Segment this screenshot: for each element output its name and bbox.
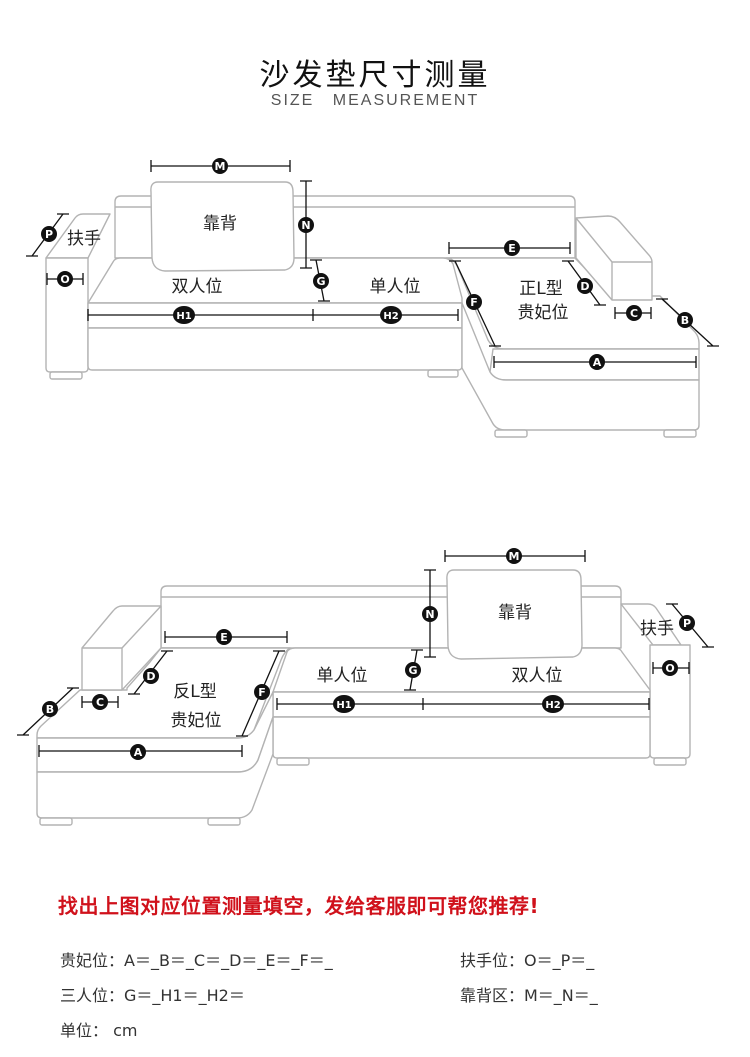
svg-text:E: E <box>220 631 228 644</box>
svg-text:P: P <box>45 228 53 241</box>
svg-text:D: D <box>146 670 155 683</box>
svg-text:O: O <box>665 662 674 675</box>
svg-text:C: C <box>96 696 104 709</box>
label-chaise: 贵妃位 <box>171 711 222 731</box>
left-armrest <box>45 213 111 259</box>
form-armrest-measurements: 扶手位：O＝_P＝_ <box>460 951 595 970</box>
dim-N: N <box>422 569 438 658</box>
svg-text:O: O <box>60 273 69 286</box>
label-chaise: 贵妃位 <box>518 303 569 323</box>
svg-text:H2: H2 <box>545 700 560 711</box>
svg-text:F: F <box>470 296 478 309</box>
dim-E: E <box>164 629 288 645</box>
dim-P: P <box>26 213 69 257</box>
label-single-seat: 单人位 <box>317 666 368 686</box>
backrest-cushion <box>446 569 583 660</box>
label-single-seat: 单人位 <box>370 277 421 297</box>
svg-text:G: G <box>316 275 325 288</box>
label-chaise-type: 反L型 <box>173 682 216 702</box>
svg-text:N: N <box>301 219 310 232</box>
label-armrest: 扶手 <box>67 229 101 249</box>
dim-P: P <box>666 603 714 648</box>
dim-C: C <box>81 694 119 710</box>
seat-cushion-top <box>272 647 651 693</box>
instruction-callout: 找出上图对应位置测量填空，发给客服即可帮您推荐! <box>58 894 540 918</box>
label-double-seat: 双人位 <box>512 666 563 686</box>
svg-text:C: C <box>630 307 638 320</box>
dim-F: F <box>236 650 285 737</box>
svg-text:M: M <box>509 550 520 563</box>
dim-E: E <box>448 240 571 256</box>
dim-N: N <box>298 180 314 269</box>
label-armrest: 扶手 <box>640 619 674 639</box>
svg-text:A: A <box>593 356 602 369</box>
form-chaise-measurements: 贵妃位：A＝_B＝_C＝_D＝_E＝_F＝_ <box>60 951 333 970</box>
dim-A: A <box>493 354 697 370</box>
dim-G: G <box>404 649 423 691</box>
svg-text:H1: H1 <box>176 311 191 322</box>
svg-text:F: F <box>258 686 266 699</box>
svg-text:H2: H2 <box>383 311 398 322</box>
form-three-seat-measurements: 三人位：G＝_H1＝_H2＝ <box>60 986 245 1005</box>
form-backrest-measurements: 靠背区：M＝_N＝_ <box>460 986 598 1005</box>
svg-text:A: A <box>134 746 143 759</box>
dim-A: A <box>38 744 243 760</box>
svg-text:P: P <box>683 617 691 630</box>
svg-text:H1: H1 <box>336 700 351 711</box>
backrest-cushion <box>150 181 295 272</box>
dim-M: M <box>150 158 291 174</box>
dim-M: M <box>444 548 586 564</box>
dim-H1-H2: H1 H2 <box>87 306 459 324</box>
sofa-diagram-left-l: 靠背 扶手 双人位 单人位 反L型 贵妃位 M N P O G H1 H2 E … <box>17 548 714 826</box>
dim-G: G <box>310 259 330 302</box>
dim-B: B <box>656 298 719 347</box>
label-backrest: 靠背 <box>498 603 532 623</box>
chaise-top <box>36 647 291 739</box>
chaise-top <box>445 257 700 350</box>
label-double-seat: 双人位 <box>172 277 223 297</box>
svg-text:E: E <box>508 242 516 255</box>
svg-text:B: B <box>46 703 54 716</box>
svg-text:B: B <box>681 314 689 327</box>
dim-B: B <box>17 687 79 736</box>
label-backrest: 靠背 <box>203 214 237 234</box>
dim-F: F <box>449 260 501 347</box>
sofa-diagram-right-l: 靠背 扶手 双人位 单人位 正L型 贵妃位 M N P O G H1 H2 E … <box>26 158 719 438</box>
svg-text:G: G <box>408 664 417 677</box>
form-unit: 单位： cm <box>60 1021 138 1040</box>
dim-H1-H2: H1 H2 <box>276 695 650 713</box>
svg-text:D: D <box>580 280 589 293</box>
dim-O: O <box>652 660 690 676</box>
dim-D: D <box>562 260 606 306</box>
dim-C: C <box>614 305 652 321</box>
label-chaise-type: 正L型 <box>519 279 562 299</box>
page-subtitle: SIZE MEASUREMENT <box>270 92 480 109</box>
right-armrest <box>620 603 682 646</box>
dim-D: D <box>128 650 173 695</box>
svg-text:N: N <box>425 608 434 621</box>
svg-text:M: M <box>215 160 226 173</box>
dim-O: O <box>46 271 84 287</box>
page-title: 沙发垫尺寸测量 <box>259 58 491 93</box>
